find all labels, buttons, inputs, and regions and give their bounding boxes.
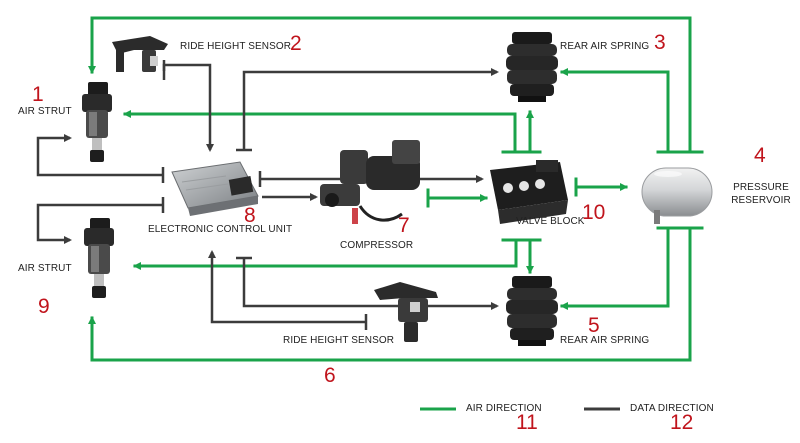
data-line-strut-bottom xyxy=(36,203,163,244)
air-line-reservoir-rear-top xyxy=(560,68,670,154)
valve-block-image xyxy=(490,160,568,224)
data-line-sensor-top-ecu xyxy=(162,63,214,152)
air-lines xyxy=(88,16,704,362)
valve-block-label: VALVE BLOCK xyxy=(516,216,585,227)
legend-data-label: DATA DIRECTION xyxy=(630,403,714,414)
air-strut-top-label: AIR STRUT xyxy=(18,106,72,117)
air-strut-bottom-image xyxy=(84,218,114,298)
air-strut-top-number: 1 xyxy=(32,83,44,106)
air-strut-bottom-number: 9 xyxy=(38,295,50,318)
data-line-ecu-rear-top xyxy=(242,68,499,150)
air-line-valve-strut-bottom xyxy=(133,238,518,270)
data-lines xyxy=(36,60,499,330)
rear-air-spring-bottom-number: 5 xyxy=(588,314,600,337)
compressor-label: COMPRESSOR xyxy=(340,240,414,251)
ride-height-sensor-bottom-image xyxy=(374,282,438,342)
data-line-strut-top xyxy=(36,134,163,177)
legend-data-number: 12 xyxy=(670,411,694,434)
air-line-bottom-loop xyxy=(88,226,692,362)
air-strut-bottom-label: AIR STRUT xyxy=(18,263,72,274)
pressure-reservoir-label-line2: RESERVOIR xyxy=(731,195,791,206)
rear-air-spring-top-image xyxy=(506,32,558,102)
ecu-number: 8 xyxy=(244,204,256,227)
ride-height-sensor-bottom-label: RIDE HEIGHT SENSOR xyxy=(283,335,395,346)
air-line-top-loop xyxy=(88,16,692,154)
air-line-bottom-number: 6 xyxy=(324,364,336,387)
compressor-image xyxy=(320,140,420,224)
ride-height-sensor-top-image xyxy=(112,36,168,72)
ecu-label: ELECTRONIC CONTROL UNIT xyxy=(148,224,293,235)
pressure-reservoir-label-line1: PRESSURE xyxy=(733,182,789,193)
ecu-image xyxy=(171,161,259,216)
rear-air-spring-bottom-label: REAR AIR SPRING xyxy=(560,335,650,346)
ride-height-sensor-top-label: RIDE HEIGHT SENSOR xyxy=(180,41,292,52)
rear-air-spring-top-number: 3 xyxy=(654,31,666,54)
data-line-sensor-bottom-ecu xyxy=(208,250,366,324)
pressure-reservoir-image xyxy=(641,167,713,224)
air-line-valve-strut-top xyxy=(123,110,517,154)
air-line-reservoir-rear-bottom xyxy=(560,226,670,310)
valve-block-number: 10 xyxy=(582,201,606,224)
compressor-number: 7 xyxy=(398,214,410,237)
rear-air-spring-top-label: REAR AIR SPRING xyxy=(560,41,650,52)
legend-air-label: AIR DIRECTION xyxy=(466,403,542,414)
rear-air-spring-bottom-image xyxy=(506,276,558,346)
pressure-reservoir-number: 4 xyxy=(754,144,766,167)
legend-air-number: 11 xyxy=(516,411,538,434)
air-strut-top-image xyxy=(82,82,112,162)
ride-height-sensor-top-number: 2 xyxy=(290,32,302,55)
